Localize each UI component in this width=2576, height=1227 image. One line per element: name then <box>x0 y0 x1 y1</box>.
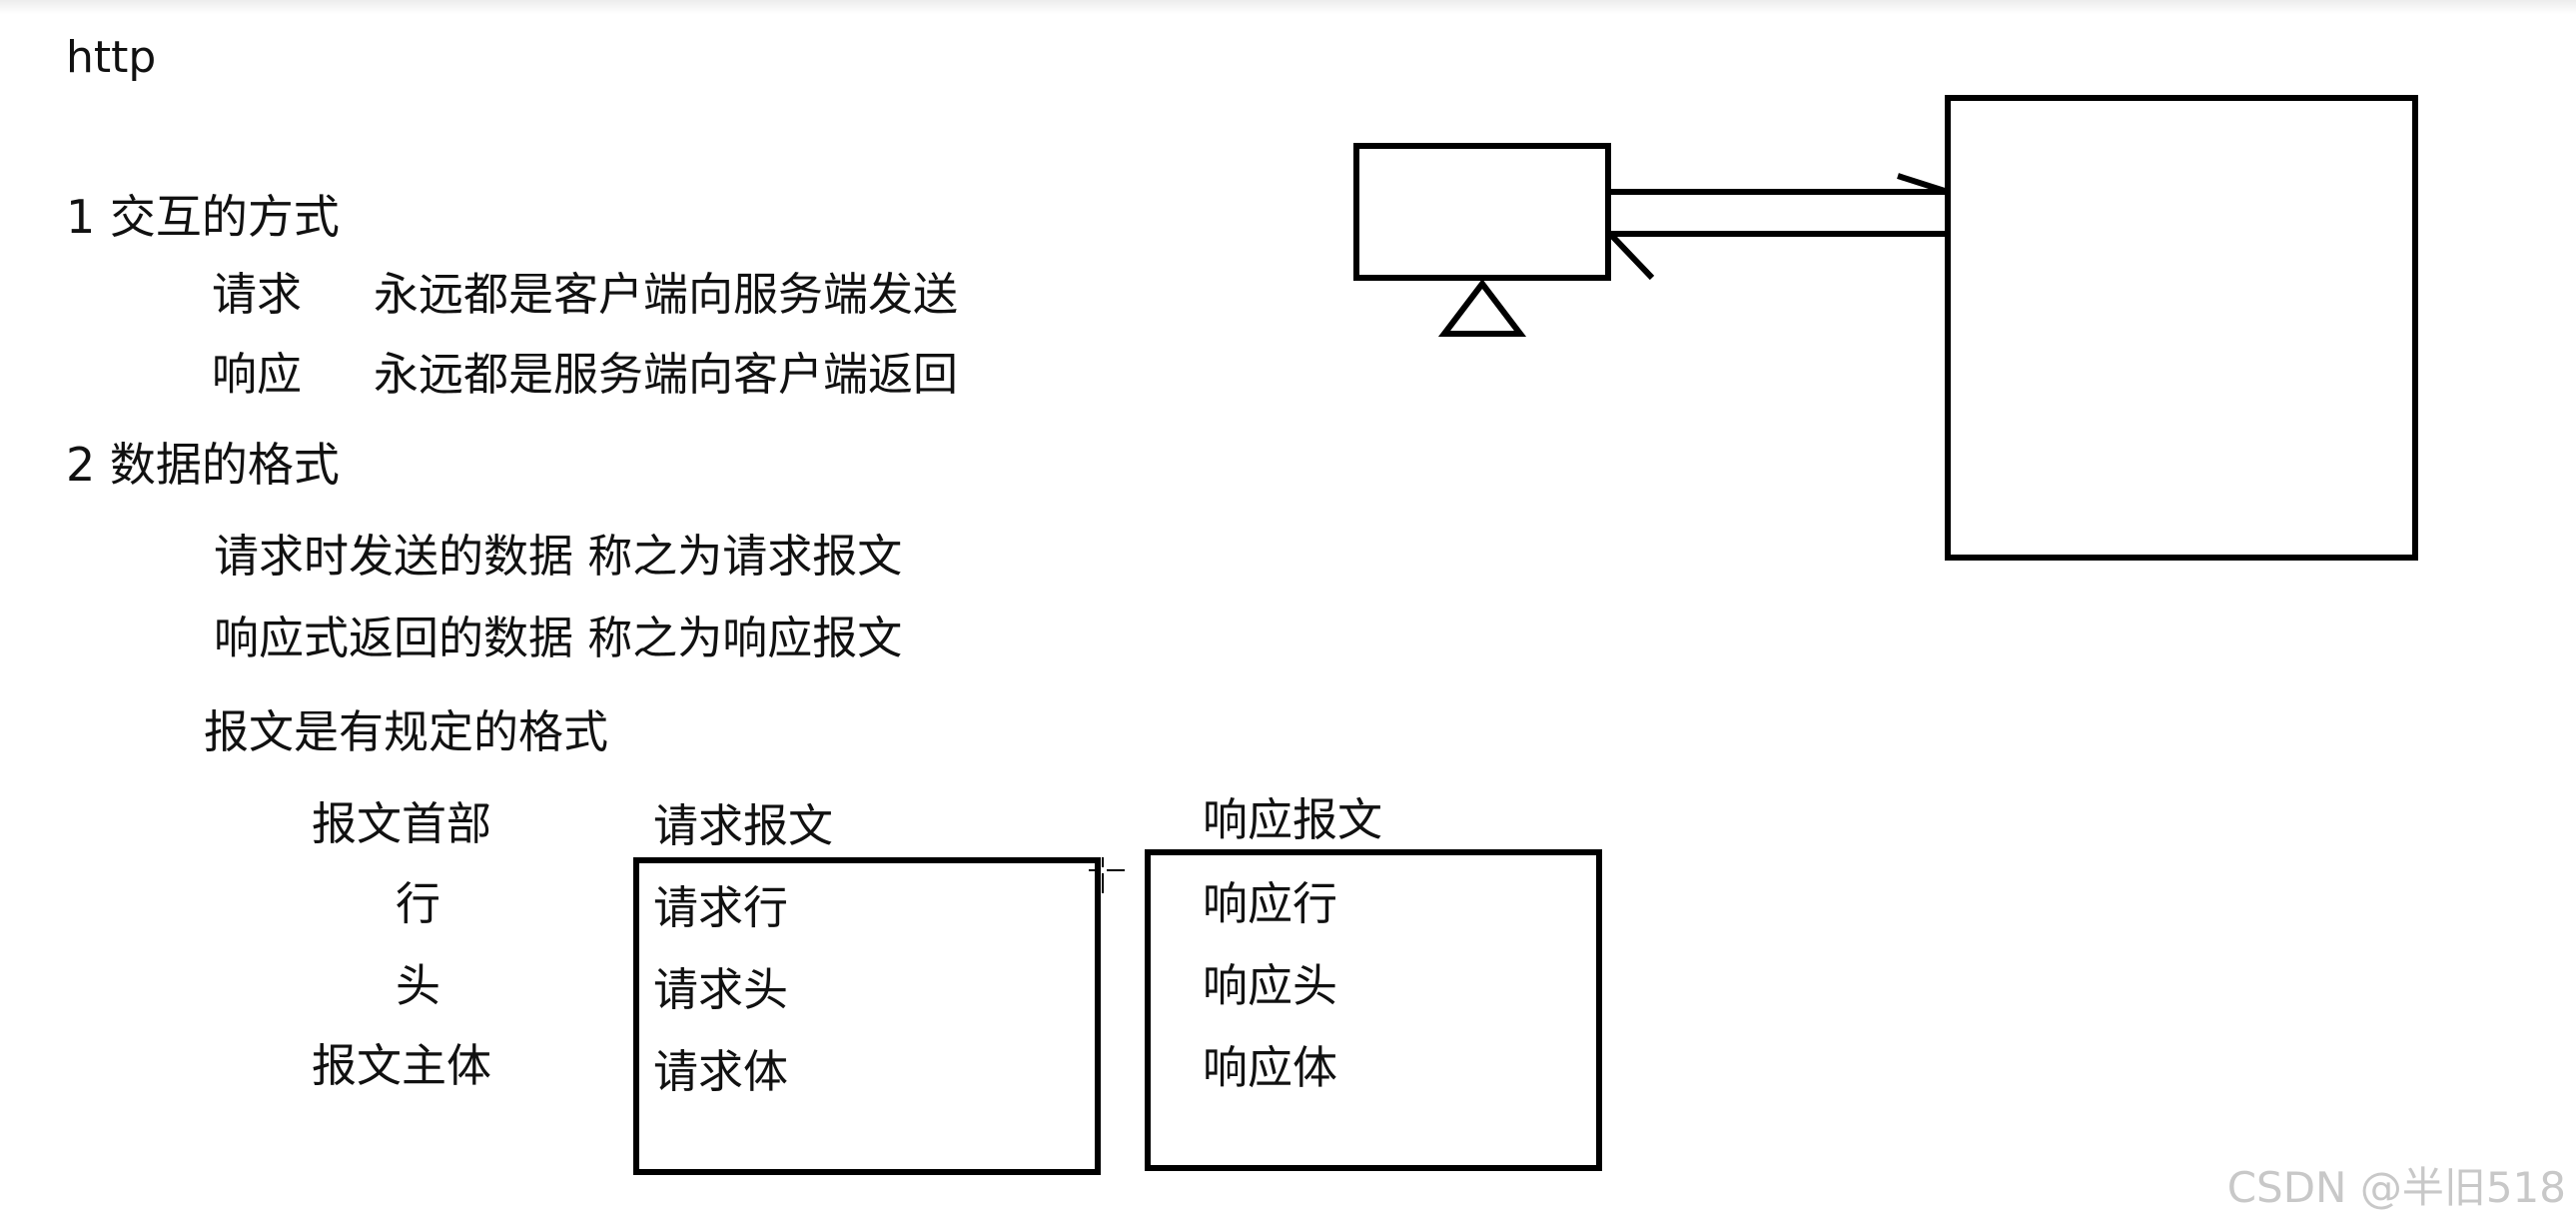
section2-heading: 2 数据的格式 <box>66 438 340 492</box>
response-message-title: 响应报文 <box>1203 793 1383 846</box>
request-line-item: 请求行 <box>653 881 789 934</box>
section1-heading: 1 交互的方式 <box>66 190 340 244</box>
section2-line2: 响应式返回的数据 称之为响应报文 <box>214 612 903 664</box>
response-arrow-head <box>1607 231 1655 281</box>
cursor-crosshair-icon <box>1089 857 1125 893</box>
response-line-item: 响应行 <box>1203 877 1338 930</box>
response-head-item: 响应头 <box>1203 959 1338 1012</box>
request-head-item: 请求头 <box>653 963 789 1016</box>
section2-line3: 报文是有规定的格式 <box>204 705 609 758</box>
request-desc: 永远都是客户端向服务端发送 <box>374 268 959 321</box>
message-body-label: 报文主体 <box>312 1039 492 1092</box>
client-stand <box>1437 279 1527 337</box>
response-label: 响应 <box>212 348 303 401</box>
message-head-label: 头 <box>396 959 441 1012</box>
request-message-box <box>633 857 1101 1175</box>
section2-line1: 请求时发送的数据 称之为请求报文 <box>214 530 903 583</box>
message-line-label: 行 <box>396 877 441 930</box>
watermark: CSDN @半旧518 <box>2226 1163 2566 1212</box>
response-desc: 永远都是服务端向客户端返回 <box>374 348 959 401</box>
request-message-title: 请求报文 <box>653 799 834 852</box>
request-label: 请求 <box>212 268 303 321</box>
request-body-item: 请求体 <box>653 1045 789 1098</box>
top-shadow <box>0 0 2576 14</box>
client-monitor <box>1353 143 1611 281</box>
message-header-label: 报文首部 <box>312 797 492 850</box>
response-body-item: 响应体 <box>1203 1041 1338 1094</box>
response-message-box <box>1145 849 1602 1171</box>
server-box <box>1945 95 2418 561</box>
page-title: http <box>66 32 157 83</box>
request-arrow-head <box>1897 173 1949 195</box>
